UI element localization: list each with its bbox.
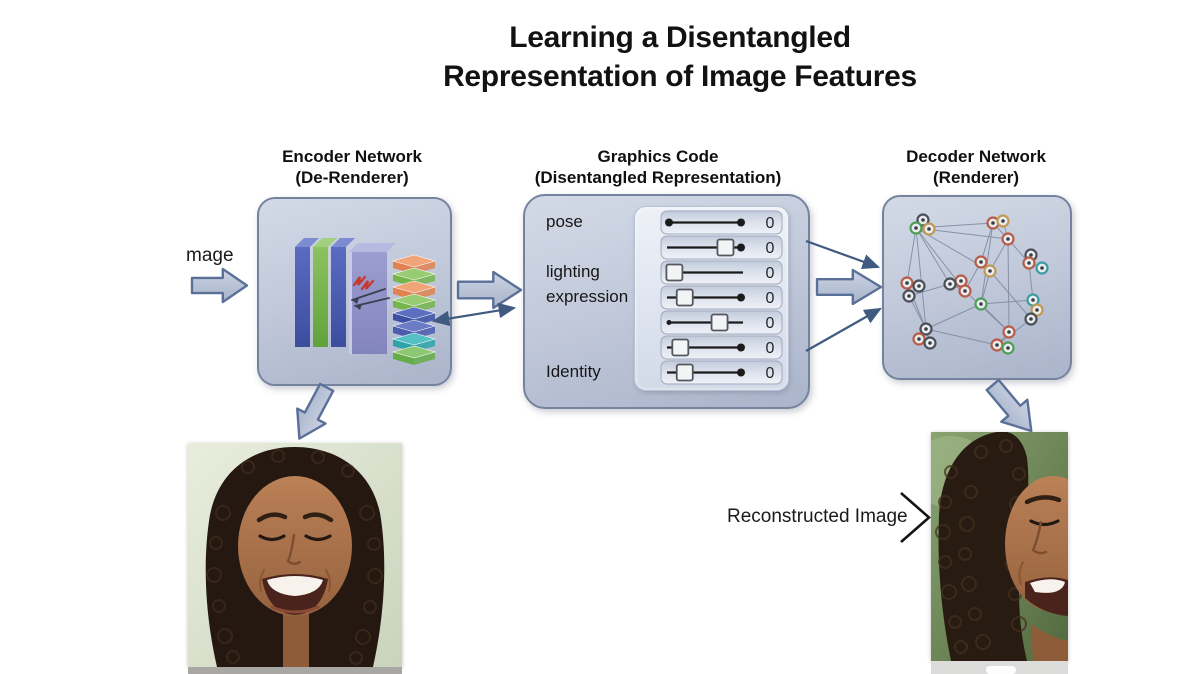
reconstructed-image-label: Reconstructed Image (727, 506, 908, 527)
slider-left-dot (665, 218, 673, 227)
slider-right-dot (737, 243, 745, 252)
decoder-title: Decoder Network (Renderer) (876, 146, 1076, 188)
graph-edge (925, 328, 998, 346)
teeth (1030, 579, 1065, 593)
graph-edge (915, 227, 951, 285)
conv-slab-blue-2 (331, 238, 355, 347)
slider-handle[interactable] (716, 238, 735, 257)
graph-edge (915, 227, 927, 330)
encoder-to-code-arrow (456, 270, 523, 310)
decoder-title-line2: (Renderer) (933, 168, 1019, 187)
chin-neck (1031, 624, 1068, 661)
slider-right-dot (737, 368, 745, 377)
feature-stack (391, 254, 437, 365)
conv-slab-green-1 (313, 238, 337, 347)
identity-label: Identity (546, 362, 601, 381)
slider-right-dot (737, 218, 745, 227)
slider-value: 0 (766, 340, 775, 357)
figure-title: Learning a Disentangled Representation o… (380, 18, 980, 96)
teeth (267, 576, 323, 596)
sliders-panel: 0 0 0 0 0 0 0 (634, 206, 789, 391)
slider-handle[interactable] (671, 338, 690, 357)
slider-right-dot (737, 343, 745, 352)
code-to-decoder-arrow (815, 268, 883, 306)
lighting-label: lighting (546, 262, 600, 281)
graphics-code-title-line1: Graphics Code (597, 147, 719, 166)
slider-value: 0 (766, 290, 775, 307)
figure-title-line2: Representation of Image Features (443, 60, 917, 93)
reconstructed-face-photo (931, 432, 1068, 661)
graph-edge (908, 283, 951, 297)
graphics-code-title: Graphics Code (Disentangled Representati… (508, 146, 808, 188)
encoder-box (257, 197, 452, 386)
graph-edge (980, 222, 994, 263)
code-to-decoder-thin-arrow-bottom (805, 307, 882, 352)
hair (938, 432, 1029, 661)
graph-edge (989, 270, 1032, 320)
expression-label: expression (546, 287, 629, 306)
stack-layer (393, 352, 414, 365)
slider-value: 0 (766, 240, 775, 257)
encoder-layers-illustration (295, 238, 437, 365)
conv-slab-blue-1 (295, 238, 319, 347)
pose-label: pose (546, 212, 583, 231)
decoder-box (882, 195, 1072, 380)
slider-right-dot (737, 293, 745, 302)
slider-handle[interactable] (665, 263, 684, 282)
slider-handle[interactable] (675, 363, 694, 382)
decoder-graph (900, 213, 1049, 355)
graph-edge (1007, 238, 1010, 333)
encoder-title-line2: (De-Renderer) (295, 168, 409, 187)
code-to-decoder-thin-arrow-top (805, 239, 881, 270)
face-features (256, 512, 334, 592)
hair-curls (935, 439, 1027, 654)
face-features (1018, 495, 1062, 585)
feature-arrows-glyph (351, 275, 390, 310)
neck (283, 611, 309, 667)
slider-value: 0 (766, 315, 775, 332)
slider-value: 0 (766, 265, 775, 282)
input-image-label: mage (186, 245, 234, 266)
slider-handle[interactable] (710, 313, 729, 332)
hair-curls (206, 449, 383, 665)
graph-edge (980, 299, 1034, 305)
slider-left-dot (666, 320, 672, 325)
bottom-pill (986, 666, 1016, 674)
encoder-title-line1: Encoder Network (282, 147, 422, 166)
photo-bottom-strip-left (188, 667, 402, 674)
input-to-encoder-arrow (190, 267, 249, 304)
input-face-photo (188, 443, 402, 667)
slider-value: 0 (766, 215, 775, 232)
slider-handle[interactable] (675, 288, 694, 307)
sliders-illustration: 0 0 0 0 0 0 0 (660, 210, 783, 385)
graphics-code-title-line2: (Disentangled Representation) (534, 168, 782, 187)
decoder-title-line1: Decoder Network (906, 147, 1046, 166)
slider-value: 0 (766, 365, 775, 382)
encoder-to-photo-arrow (296, 382, 335, 440)
graph-edge (906, 227, 917, 284)
graph-edge (925, 303, 982, 330)
encoder-title: Encoder Network (De-Renderer) (252, 146, 452, 188)
figure-title-line1: Learning a Disentangled (509, 21, 851, 54)
